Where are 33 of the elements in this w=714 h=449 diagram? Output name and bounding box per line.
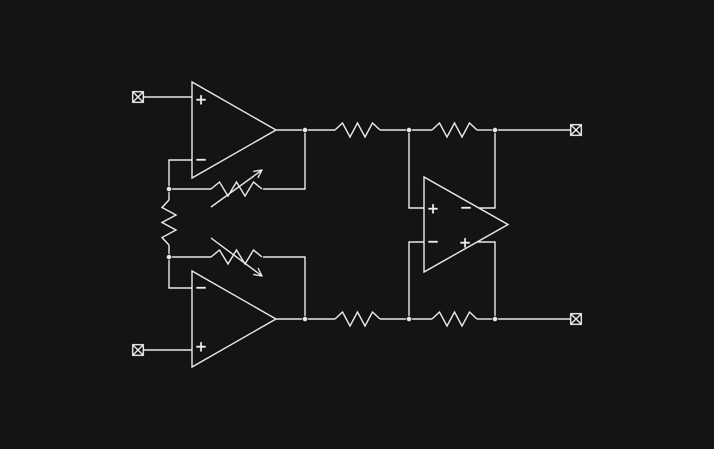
wire <box>412 318 432 320</box>
wire <box>172 256 211 258</box>
polarity-sign: − <box>194 152 208 168</box>
wire <box>168 159 192 186</box>
wire <box>308 318 335 320</box>
wire <box>308 129 335 131</box>
wire <box>477 318 492 320</box>
wire <box>276 318 302 320</box>
polarity-sign: − <box>460 200 472 216</box>
polarity-sign: − <box>426 234 440 250</box>
wire <box>478 133 496 209</box>
wire <box>263 256 306 316</box>
wire <box>168 245 170 254</box>
polarity-sign: + <box>458 236 472 250</box>
wire <box>408 241 424 316</box>
wire <box>172 188 211 190</box>
wire <box>144 96 192 98</box>
wire <box>263 133 306 190</box>
polarity-sign: − <box>194 280 208 296</box>
polarity-sign: + <box>426 202 440 216</box>
polarity-sign: + <box>194 340 208 354</box>
wire <box>380 129 406 131</box>
wire <box>498 129 570 131</box>
wire <box>380 318 406 320</box>
wire <box>498 318 570 320</box>
wire <box>412 129 432 131</box>
wire <box>477 129 492 131</box>
wire <box>276 129 302 131</box>
wire <box>144 349 192 351</box>
polarity-sign: + <box>194 92 208 108</box>
wire <box>408 133 424 209</box>
wire <box>477 241 496 316</box>
wire <box>168 260 192 289</box>
